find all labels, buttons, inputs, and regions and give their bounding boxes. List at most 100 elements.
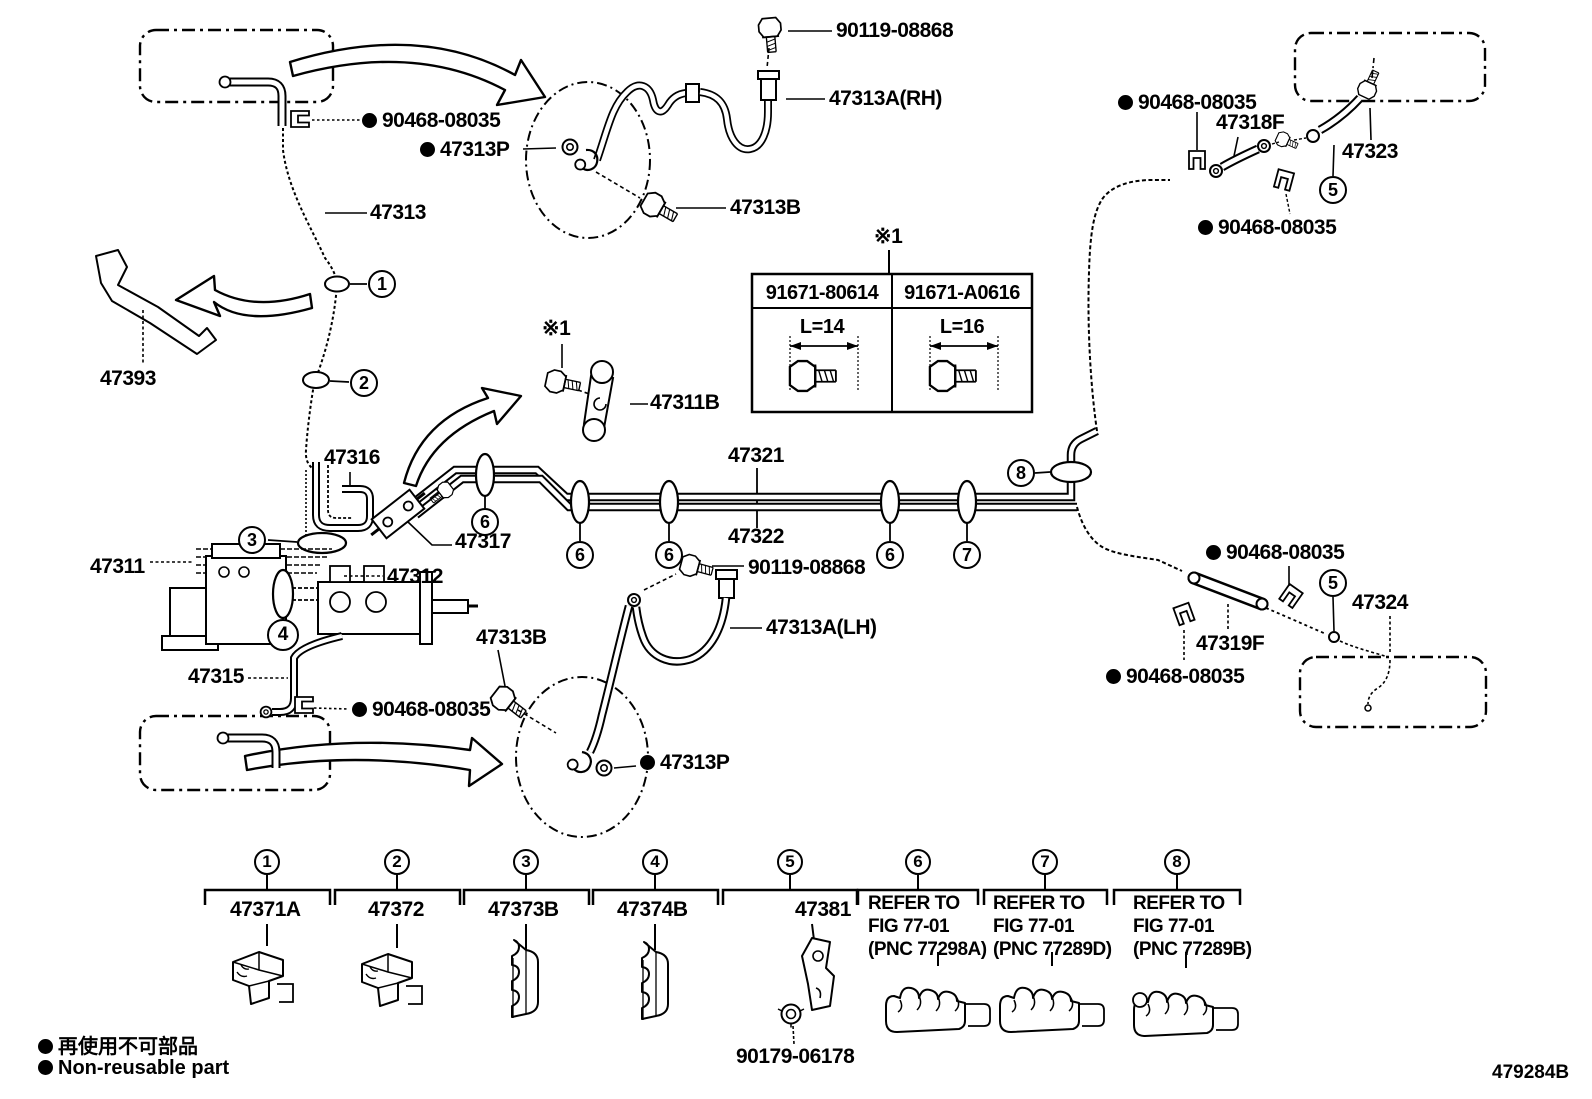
non-reusable-dot	[352, 702, 367, 717]
label-47313b-bottom: 47313B	[476, 626, 547, 649]
legend-label-47371a: 47371A	[230, 898, 301, 921]
ref-mark-table: ※1	[874, 225, 903, 248]
direction-arrows	[174, 43, 547, 788]
label-47315: 47315	[188, 665, 244, 688]
label-47313a-lh: 47313A(LH)	[766, 616, 877, 639]
rh-hose-assembly	[522, 16, 832, 229]
refer-line: FIG 77-01	[868, 916, 950, 937]
label-90468-right1: 90468-08035	[1206, 541, 1345, 564]
legend-label-47372: 47372	[368, 898, 424, 921]
lh-hose-assembly	[486, 552, 762, 777]
part-number: 90468-08035	[1138, 91, 1257, 114]
footer-note-cjk: 再使用不可部品	[38, 1030, 198, 1059]
hub-ellipses	[515, 81, 651, 838]
non-reusable-dot	[1206, 545, 1221, 560]
refer-line: (PNC 77289B)	[1133, 939, 1252, 960]
label-47313p-bottom: 47313P	[640, 751, 730, 774]
callout-1: 1	[368, 270, 396, 298]
refer-line: (PNC 77289D)	[993, 939, 1112, 960]
pipe-47313	[218, 75, 367, 469]
part-number: 90468-08035	[1226, 541, 1345, 564]
note-text: Non-reusable part	[58, 1057, 230, 1079]
tube-47316	[267, 462, 374, 555]
refer-line: REFER TO	[868, 893, 960, 914]
part-number: 90468-08035	[382, 109, 501, 132]
label-90468-mid-left: 90468-08035	[352, 698, 491, 721]
non-reusable-dot	[1118, 95, 1133, 110]
bottom-left-pipe	[216, 731, 281, 768]
label-47321: 47321	[728, 444, 784, 467]
callout-2: 2	[350, 369, 378, 397]
callout-3: 3	[238, 526, 266, 554]
label-90468-top-left: 90468-08035	[362, 109, 501, 132]
callout-4: 4	[267, 619, 299, 651]
legend-graphics	[203, 875, 1242, 1045]
label-90119-08868-rh: 90119-08868	[836, 19, 954, 42]
label-47313b-top: 47313B	[730, 196, 801, 219]
label-90468-tr2: 90468-08035	[1198, 216, 1337, 239]
table-dim-right: L=16	[939, 316, 985, 338]
refer-line: (PNC 77298A)	[868, 939, 987, 960]
note-text: 再使用不可部品	[58, 1036, 198, 1058]
bracket-47393	[95, 249, 217, 365]
part-number: 90468-08035	[1126, 665, 1245, 688]
table-part-left: 91671-80614	[765, 282, 879, 304]
callout-6a: 6	[471, 508, 499, 536]
part-number: 90468-08035	[1218, 216, 1337, 239]
label-47313: 47313	[370, 201, 426, 224]
table-dim-left: L=14	[799, 316, 845, 338]
table-part-right: 91671-A0616	[904, 282, 1020, 304]
refer-line: REFER TO	[993, 893, 1085, 914]
part-number: 47313P	[660, 751, 730, 774]
legend-label-47373b: 47373B	[488, 898, 559, 921]
label-47311: 47311	[90, 555, 145, 578]
vehicle-outline-boxes	[138, 28, 1488, 792]
label-47311b: 47311B	[650, 391, 720, 414]
right-middle-pipes	[1172, 566, 1391, 712]
callout-6d: 6	[876, 541, 904, 569]
part-number: 90468-08035	[372, 698, 491, 721]
legend-callout-5: 5	[777, 849, 803, 875]
drawing-number: 479284B	[1492, 1062, 1570, 1083]
callout-5-right: 5	[1319, 569, 1347, 597]
label-47317: 47317	[455, 530, 511, 553]
legend-callout-1: 1	[254, 849, 280, 875]
ref-bolt-and-bracket-47311b	[543, 344, 648, 442]
refer-line: FIG 77-01	[993, 916, 1075, 937]
actuator-master-cylinder	[150, 543, 478, 651]
non-reusable-dot	[38, 1060, 53, 1075]
non-reusable-dot	[640, 755, 655, 770]
label-47312: 47312	[387, 565, 443, 588]
non-reusable-dot	[362, 113, 377, 128]
label-47324: 47324	[1352, 591, 1408, 614]
label-47313p-top: 47313P	[420, 138, 510, 161]
callout-8: 8	[1007, 459, 1035, 487]
bolt-size-table	[750, 250, 1034, 414]
clamp-markers-1-2	[302, 275, 367, 389]
callout-5-top: 5	[1319, 176, 1347, 204]
label-90468-right2: 90468-08035	[1106, 665, 1245, 688]
ref-mark-bolt: ※1	[542, 317, 571, 340]
refer-line: REFER TO	[1133, 893, 1225, 914]
label-47313a-rh: 47313A(RH)	[829, 87, 942, 110]
legend-callout-7: 7	[1032, 849, 1058, 875]
legend-label-47381: 47381	[795, 898, 851, 921]
callout-6b: 6	[566, 541, 594, 569]
label-47322: 47322	[728, 525, 784, 548]
label-47393: 47393	[100, 367, 156, 390]
clamp-markers-tubes	[474, 452, 1093, 541]
label-47323: 47323	[1342, 140, 1398, 163]
footer-note-en: Non-reusable part	[38, 1057, 229, 1080]
non-reusable-dot	[420, 142, 435, 157]
refer-line: FIG 77-01	[1133, 916, 1215, 937]
callout-7: 7	[953, 541, 981, 569]
callout-6c: 6	[655, 541, 683, 569]
label-90119-08868-lh: 90119-08868	[748, 556, 866, 579]
part-number: 47313P	[440, 138, 510, 161]
label-47318f: 47318F	[1216, 111, 1285, 134]
non-reusable-dot	[1106, 669, 1121, 684]
label-47316: 47316	[324, 446, 380, 469]
